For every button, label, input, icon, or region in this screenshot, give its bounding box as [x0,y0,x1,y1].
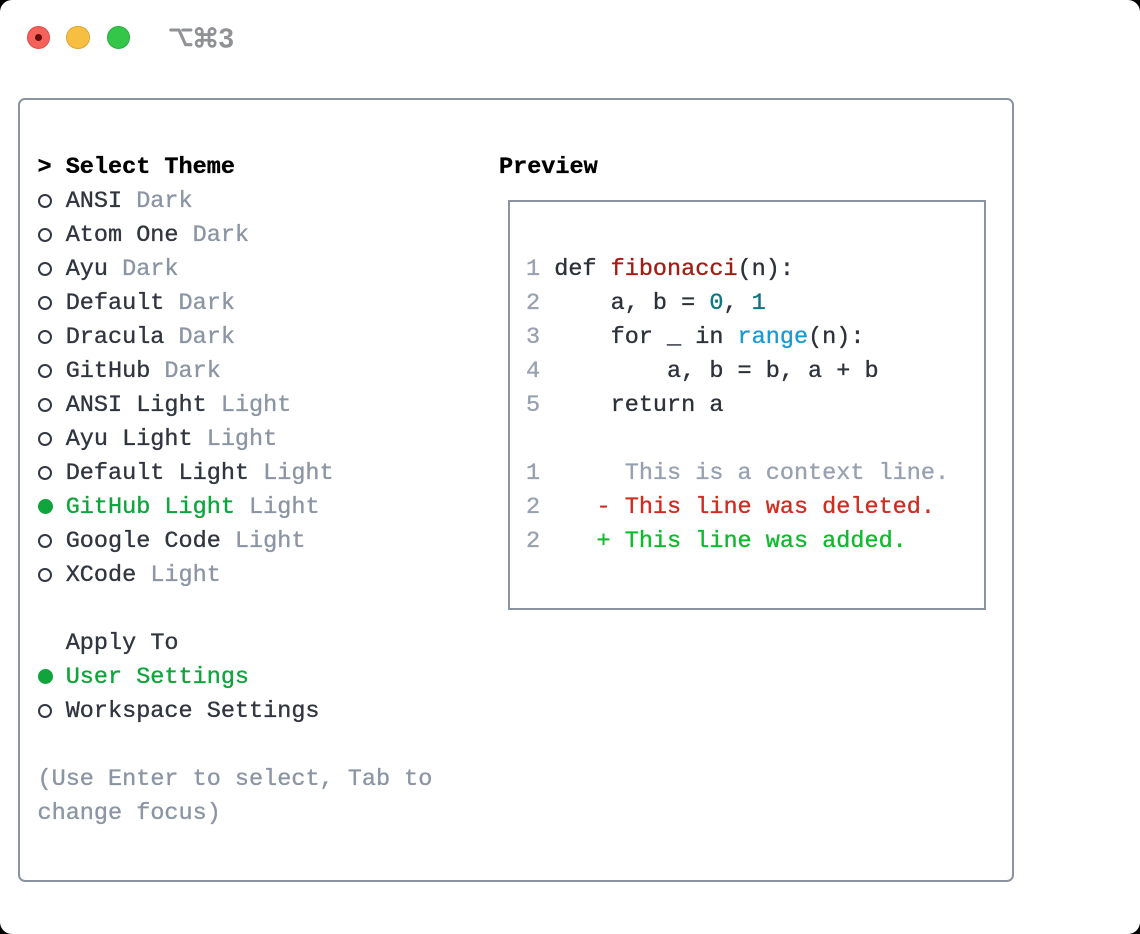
svg-text:3: 3 [219,26,234,52]
